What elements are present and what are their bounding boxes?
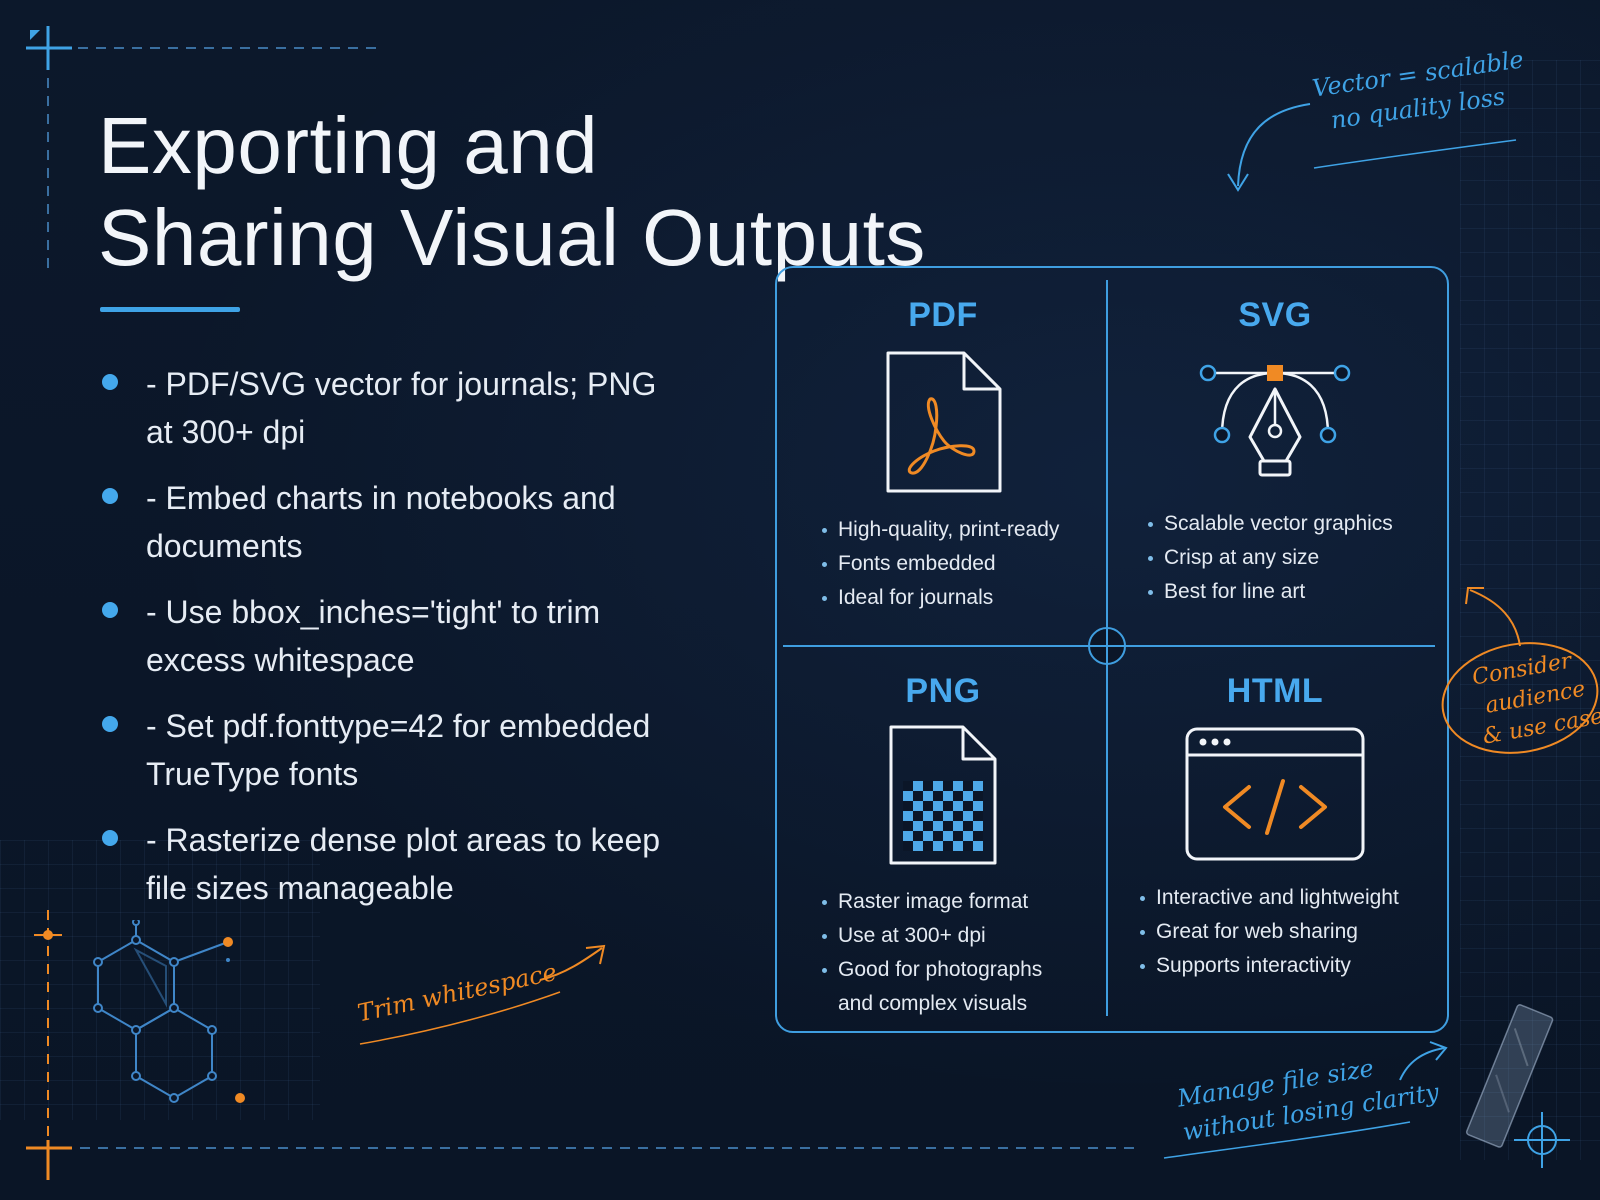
key-points-list: - PDF/SVG vector for journals; PNG at 30… [100, 360, 720, 930]
format-title-pdf: PDF [908, 296, 978, 334]
list-item: Scalable vector graphics [1146, 507, 1440, 541]
format-card-html: HTML Interactive and lightweight Great f… [1110, 672, 1440, 983]
list-item: Best for line art [1146, 575, 1440, 609]
format-card-pdf: PDF High-quality, print-ready Fonts embe… [778, 296, 1108, 615]
list-item: Great for web sharing [1138, 915, 1440, 949]
bullet-dot-icon [102, 716, 118, 732]
background-grid-bottom-left [0, 840, 320, 1120]
list-item: - Set pdf.fonttype=42 for embedded TrueT… [100, 702, 720, 798]
note-consider-decorations [1441, 587, 1599, 754]
list-item: Crisp at any size [1146, 541, 1440, 575]
tape-strip-icon [1465, 1004, 1554, 1148]
list-item-continuation: and complex visuals [838, 992, 1028, 1015]
format-points-svg: Scalable vector graphics Crisp at any si… [1146, 507, 1440, 609]
format-title-png: PNG [905, 672, 981, 710]
note-manage-decorations [1163, 1041, 1448, 1159]
bullet-dot-icon [102, 488, 118, 504]
note-trim-decorations [359, 944, 606, 1045]
format-title-html: HTML [1226, 672, 1324, 710]
frame-decoration-bottom-left [26, 910, 1140, 1180]
raster-file-icon [889, 725, 997, 865]
format-points-pdf: High-quality, print-ready Fonts embedded… [820, 513, 1108, 615]
list-item: Supports interactivity [1138, 949, 1440, 983]
pdf-file-icon [886, 351, 1002, 493]
list-item: Good for photographs [820, 953, 1108, 987]
list-item: - PDF/SVG vector for journals; PNG at 30… [100, 360, 720, 456]
crosshair-icon [1514, 1112, 1570, 1168]
list-item: - Rasterize dense plot areas to keep fil… [100, 816, 720, 912]
format-title-svg: SVG [1238, 296, 1312, 334]
format-card-svg: SVG Scalable vector graphics Crisp at an… [1110, 296, 1440, 609]
format-points-html: Interactive and lightweight Great for we… [1138, 881, 1440, 983]
page-title: Exporting and Sharing Visual Outputs [98, 100, 926, 284]
title-underline [100, 307, 240, 312]
checker-pattern [903, 781, 983, 851]
note-vector-decorations [1227, 103, 1517, 192]
list-item: Raster image format [820, 885, 1108, 919]
list-item: - Use bbox_inches='tight' to trim excess… [100, 588, 720, 684]
page-title-line-1: Exporting and [98, 101, 599, 190]
browser-code-icon [1185, 727, 1365, 861]
list-item: Interactive and lightweight [1138, 881, 1440, 915]
background-grid-right [1460, 60, 1600, 1160]
bullet-dot-icon [102, 374, 118, 390]
pen-tool-bezier-icon [1199, 364, 1351, 477]
list-item: Ideal for journals [820, 581, 1108, 615]
bullet-dot-icon [102, 602, 118, 618]
bullet-dot-icon [102, 830, 118, 846]
list-item: Use at 300+ dpi [820, 919, 1108, 953]
molecule-icon [93, 920, 245, 1103]
list-item: Fonts embedded [820, 547, 1108, 581]
format-card-png: PNG Raster image format Use at 300+ dpi … [778, 672, 1108, 1021]
formats-panel [775, 266, 1449, 1033]
frame-decoration-top-left [26, 26, 380, 270]
panel-dividers [783, 280, 1435, 1016]
list-item: - Embed charts in notebooks and document… [100, 474, 720, 570]
list-item: High-quality, print-ready [820, 513, 1108, 547]
format-points-png: Raster image format Use at 300+ dpi Good… [820, 885, 1108, 1021]
